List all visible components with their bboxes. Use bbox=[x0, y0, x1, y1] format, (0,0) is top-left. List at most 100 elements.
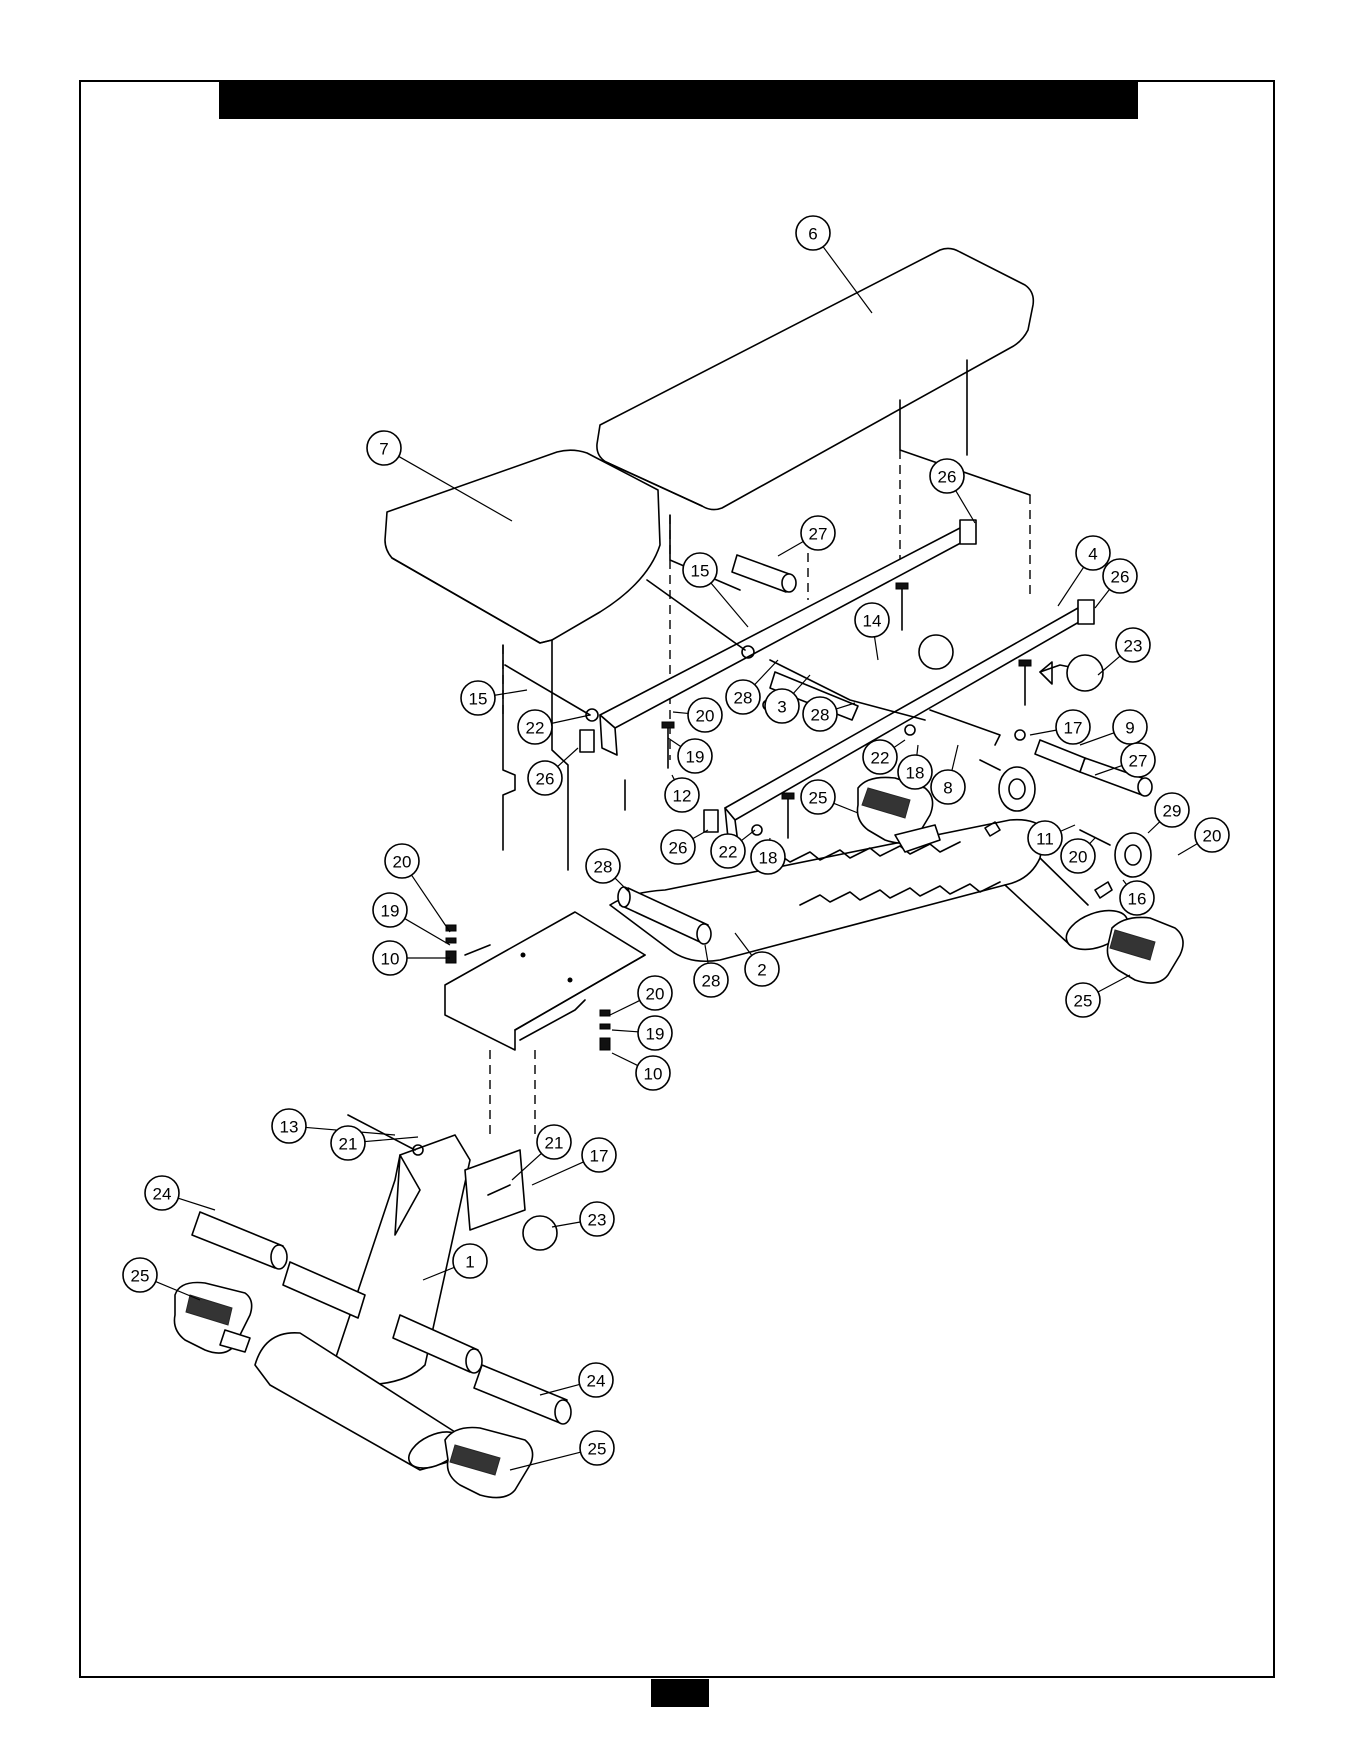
callout-leader-line bbox=[952, 745, 958, 770]
part-callout-19: 19 bbox=[668, 738, 712, 773]
callout-leader-line bbox=[612, 1053, 638, 1066]
callout-number: 20 bbox=[1203, 827, 1222, 846]
callout-leader-line bbox=[532, 1162, 583, 1185]
part-callout-28: 28 bbox=[586, 849, 630, 893]
callout-leader-line bbox=[540, 1384, 580, 1395]
callout-number: 18 bbox=[759, 849, 778, 868]
callout-number: 14 bbox=[863, 612, 882, 631]
part-callout-19: 19 bbox=[612, 1016, 672, 1050]
part-callout-25: 25 bbox=[801, 780, 858, 814]
part-callout-27: 27 bbox=[778, 516, 835, 556]
callout-number: 10 bbox=[644, 1065, 663, 1084]
callout-leader-line bbox=[1090, 838, 1095, 844]
callout-leader-line bbox=[1095, 589, 1110, 608]
callout-number: 25 bbox=[588, 1440, 607, 1459]
callout-number: 20 bbox=[393, 853, 412, 872]
part-callout-23: 23 bbox=[1098, 628, 1150, 675]
part-callout-16: 16 bbox=[1120, 880, 1154, 915]
callout-number: 28 bbox=[734, 689, 753, 708]
callout-leader-line bbox=[612, 1030, 638, 1032]
part-callout-4: 4 bbox=[1058, 536, 1110, 606]
seat-cushion bbox=[385, 450, 660, 870]
part-callout-20: 20 bbox=[1061, 838, 1095, 873]
callout-leader-line bbox=[834, 803, 858, 813]
callout-leader-line bbox=[552, 1222, 580, 1227]
callout-number: 19 bbox=[686, 748, 705, 767]
callout-number: 13 bbox=[280, 1118, 299, 1137]
callout-number: 25 bbox=[809, 789, 828, 808]
callout-number: 18 bbox=[906, 764, 925, 783]
callout-number: 28 bbox=[811, 706, 830, 725]
callout-leader-line bbox=[1178, 844, 1197, 855]
callout-leader-line bbox=[1123, 880, 1127, 885]
callout-number: 17 bbox=[1064, 719, 1083, 738]
part-callout-20: 20 bbox=[610, 976, 672, 1015]
part-callout-27: 27 bbox=[1095, 743, 1155, 777]
callout-number: 23 bbox=[588, 1211, 607, 1230]
part-callout-23: 23 bbox=[552, 1202, 614, 1236]
part-callout-15: 15 bbox=[461, 681, 527, 715]
callout-number: 19 bbox=[646, 1025, 665, 1044]
part-callout-10: 10 bbox=[612, 1053, 670, 1090]
callout-leader-line bbox=[412, 875, 450, 932]
callout-number: 26 bbox=[1111, 568, 1130, 587]
callout-number: 8 bbox=[943, 779, 952, 798]
callout-leader-line bbox=[1148, 822, 1160, 833]
part-callout-22: 22 bbox=[711, 830, 755, 868]
callout-number: 21 bbox=[339, 1135, 358, 1154]
callout-number: 24 bbox=[153, 1185, 172, 1204]
callout-number: 24 bbox=[587, 1372, 606, 1391]
callout-leader-line bbox=[693, 830, 708, 839]
part-callout-12: 12 bbox=[665, 775, 699, 812]
callout-number: 10 bbox=[381, 950, 400, 969]
callout-number: 2 bbox=[757, 961, 766, 980]
part-callout-25: 25 bbox=[1066, 975, 1130, 1017]
part-callout-24: 24 bbox=[145, 1176, 215, 1210]
part-callout-26: 26 bbox=[930, 459, 975, 523]
callout-leader-line bbox=[610, 1000, 640, 1015]
part-callout-17: 17 bbox=[1030, 710, 1090, 744]
part-callout-26: 26 bbox=[528, 748, 578, 795]
callout-leader-line bbox=[894, 740, 905, 747]
callout-number: 29 bbox=[1163, 802, 1182, 821]
callout-leader-line bbox=[178, 1198, 215, 1210]
callout-number: 16 bbox=[1128, 890, 1147, 909]
seat-bracket bbox=[445, 912, 645, 1135]
callout-number: 28 bbox=[594, 858, 613, 877]
part-callout-10: 10 bbox=[373, 941, 450, 975]
callout-number: 11 bbox=[1036, 830, 1054, 849]
callout-leader-line bbox=[875, 637, 878, 660]
callout-number: 25 bbox=[1074, 992, 1093, 1011]
callout-number: 26 bbox=[536, 770, 555, 789]
callout-number: 21 bbox=[545, 1134, 564, 1153]
callout-leader-line bbox=[1098, 975, 1130, 992]
callout-number: 26 bbox=[669, 839, 688, 858]
callout-leader-line bbox=[673, 712, 688, 713]
callout-number: 15 bbox=[469, 690, 488, 709]
part-callout-20: 20 bbox=[673, 698, 722, 732]
callout-number: 4 bbox=[1088, 545, 1097, 564]
callout-leader-line bbox=[711, 583, 748, 627]
part-callout-18: 18 bbox=[898, 745, 932, 789]
callout-number: 26 bbox=[938, 468, 957, 487]
callout-number: 25 bbox=[131, 1267, 150, 1286]
callout-number: 22 bbox=[719, 843, 738, 862]
callout-number: 7 bbox=[379, 440, 388, 459]
callout-leader-line bbox=[1030, 730, 1056, 735]
callout-number: 23 bbox=[1124, 637, 1143, 656]
callout-number: 28 bbox=[702, 972, 721, 991]
callout-leader-line bbox=[672, 775, 674, 780]
callout-number: 1 bbox=[465, 1253, 474, 1272]
part-callout-14: 14 bbox=[855, 603, 889, 660]
callout-leader-line bbox=[1061, 825, 1075, 831]
part-callout-8: 8 bbox=[931, 745, 965, 804]
callout-number: 20 bbox=[1069, 848, 1088, 867]
callout-number: 20 bbox=[646, 985, 665, 1004]
part-callout-6: 6 bbox=[796, 216, 872, 313]
callout-leader-line bbox=[956, 491, 975, 523]
callout-number: 22 bbox=[871, 749, 890, 768]
callout-number: 6 bbox=[808, 225, 817, 244]
callout-number: 19 bbox=[381, 902, 400, 921]
callout-leader-line bbox=[495, 690, 527, 695]
